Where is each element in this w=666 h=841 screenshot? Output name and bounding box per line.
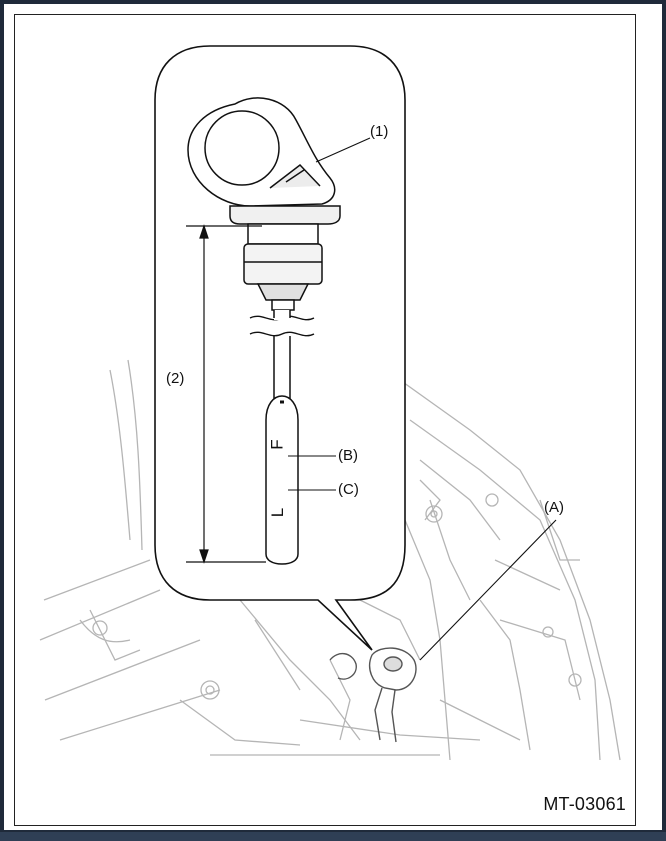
transmission-housing xyxy=(39,359,621,761)
leader-lines xyxy=(288,137,557,661)
letter-f-mark: F xyxy=(267,439,287,450)
dipstick-handle xyxy=(187,97,336,207)
label-mark-c: (C) xyxy=(338,481,359,498)
bottom-bar xyxy=(0,832,666,841)
label-part-2: (2) xyxy=(166,370,185,387)
label-mark-b: (B) xyxy=(338,447,358,464)
fill-tube-component xyxy=(329,647,417,743)
dimension-line xyxy=(186,224,266,564)
figure-code: MT-03061 xyxy=(543,794,626,814)
figure-border xyxy=(14,14,636,826)
label-mark-a: (A) xyxy=(544,499,564,516)
letter-l-mark: L xyxy=(268,507,288,518)
dipstick-rod xyxy=(265,310,299,565)
dipstick-collar xyxy=(229,205,341,311)
label-part-1: (1) xyxy=(370,123,389,140)
